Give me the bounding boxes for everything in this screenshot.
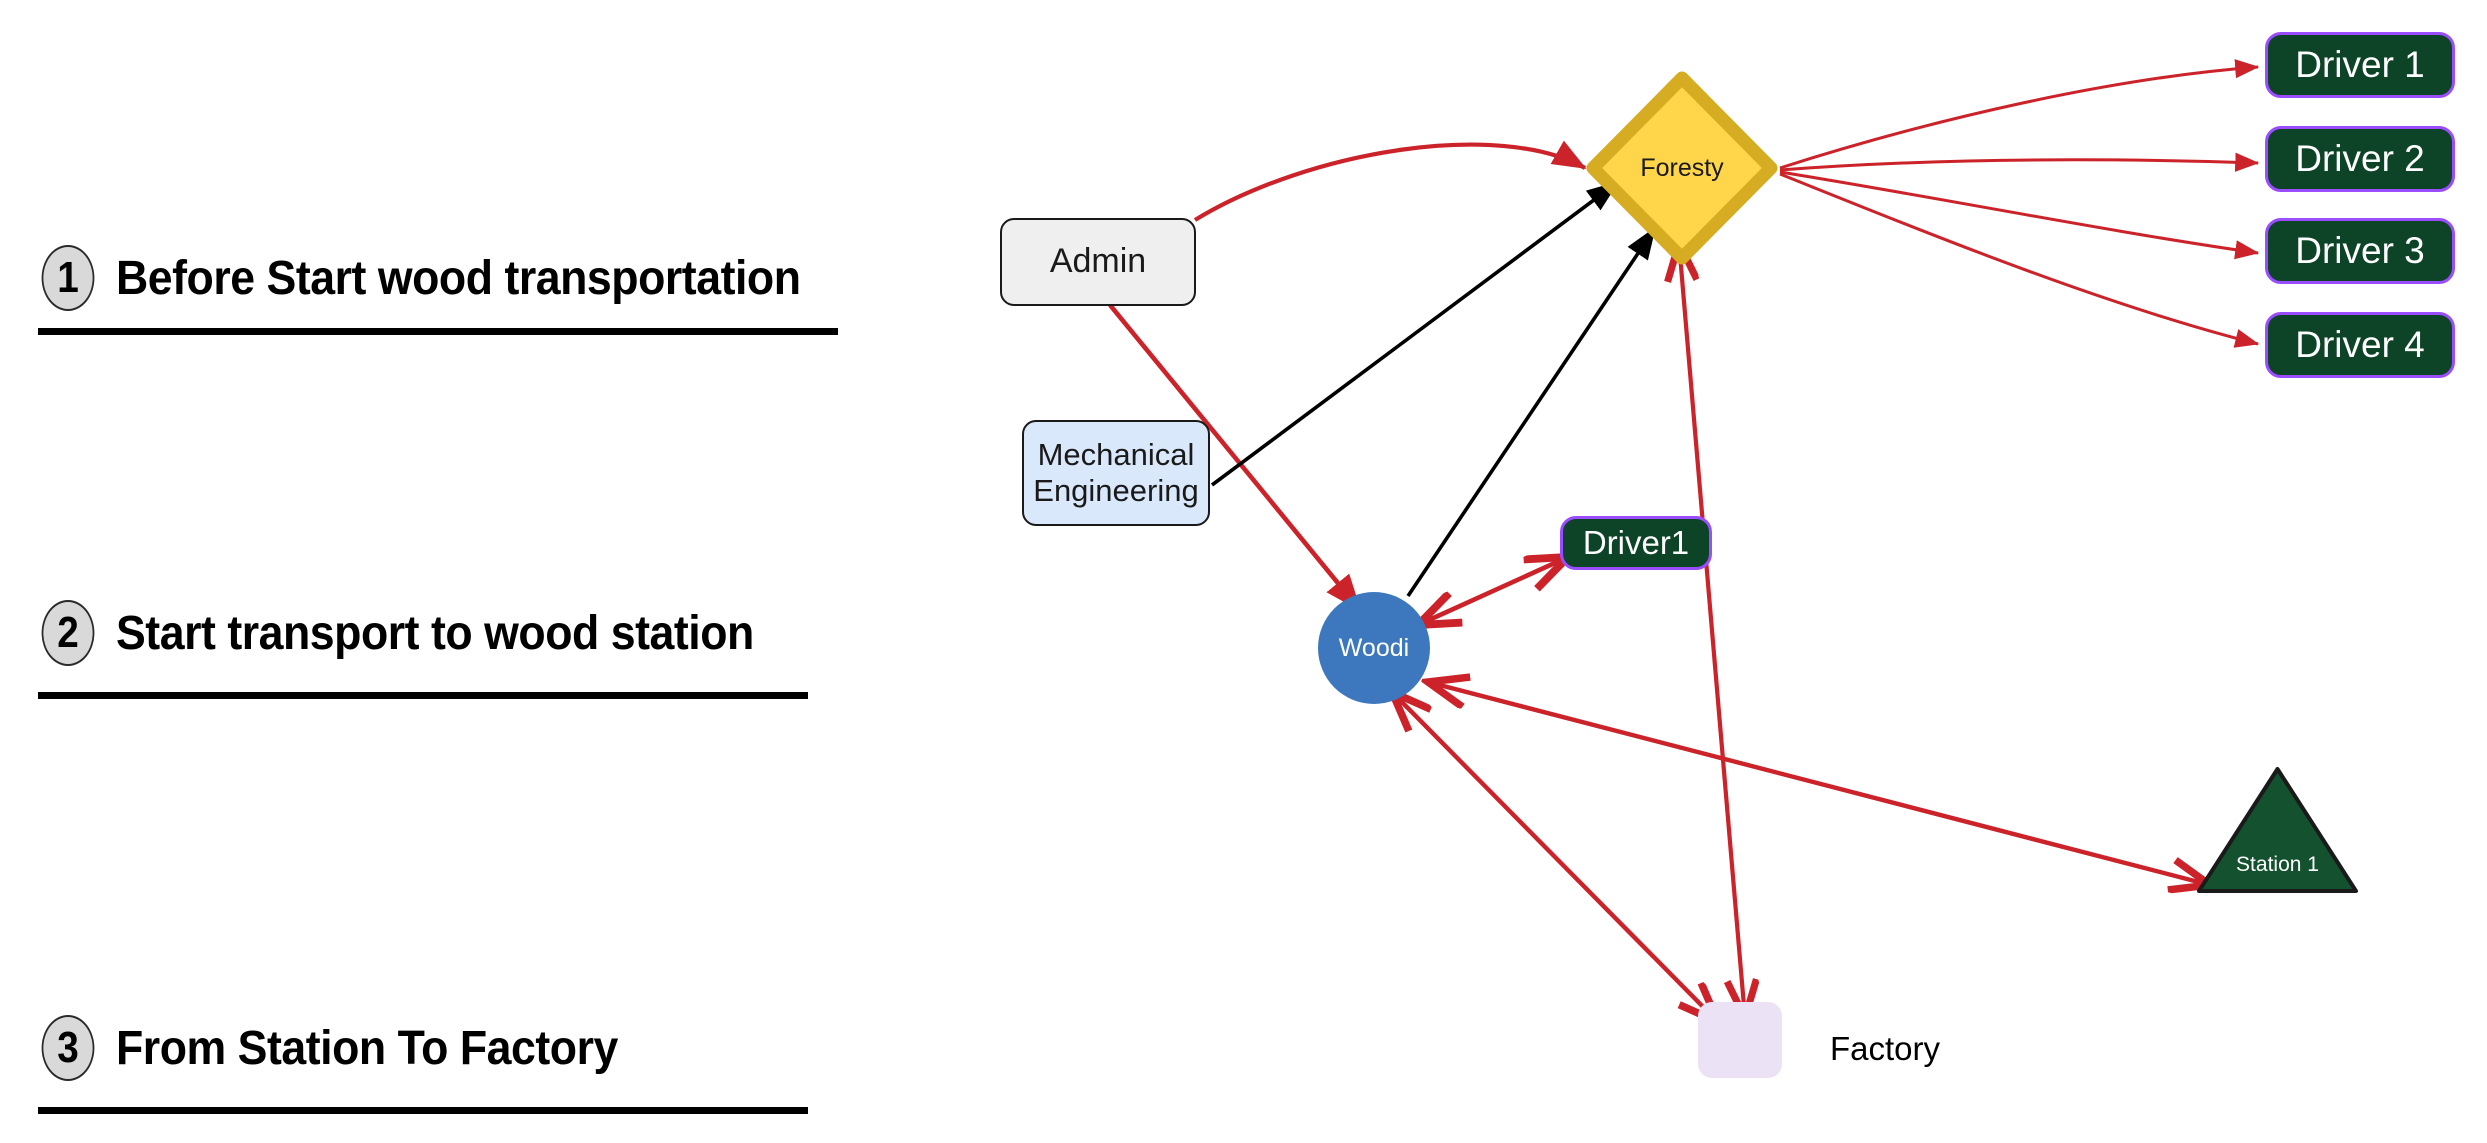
step-item-3[interactable]: 3 From Station To Factory [0,1015,900,1114]
node-factory[interactable] [1698,1002,1782,1078]
step-title: Before Start wood transportation [116,251,801,305]
edge-admin-to-foresty [1193,140,1587,222]
node-driver1-small[interactable]: Driver1 [1560,516,1712,570]
step-title: Start transport to wood station [116,606,754,660]
node-woodi-label: Woodi [1338,633,1410,662]
step-title: From Station To Factory [116,1021,618,1075]
edge-mechanical-to-foresty [1210,180,1620,487]
node-driver1-small-label: Driver1 [1582,524,1690,561]
node-driver-3-label: Driver 3 [2295,230,2425,271]
node-driver-2[interactable]: Driver 2 [2265,126,2455,192]
edge-foresty-driver-4 [1779,172,2260,348]
node-station-1[interactable]: Station 1 [2195,765,2360,895]
step-number-badge: 2 [41,600,95,666]
node-factory-label: Factory [1830,1030,1941,1067]
station-triangle-shape [2197,767,2358,893]
step-row: 2 Start transport to wood station [0,600,900,666]
step-divider [38,692,808,699]
node-admin-label: Admin [1049,242,1147,281]
edge-station1-woodi [1428,682,2210,885]
foresty-diamond-shape [1586,71,1778,265]
edge-woodi-driver1 [1418,557,1568,625]
node-woodi[interactable]: Woodi [1318,592,1430,704]
node-foresty[interactable]: Foresty [1585,70,1779,266]
edge-foresty-driver-2 [1779,152,2260,172]
step-row: 3 From Station To Factory [0,1015,900,1081]
edge-foresty-driver-3 [1779,170,2260,260]
node-driver-3[interactable]: Driver 3 [2265,218,2455,284]
step-item-1[interactable]: 1 Before Start wood transportation [0,245,900,335]
edge-foresty-factory [1679,243,1745,1018]
step-item-2[interactable]: 2 Start transport to wood station [0,600,900,699]
node-station-1-label: Station 1 [2236,853,2319,876]
node-mechanical-label-line1: Mechanical [1037,437,1195,473]
node-mechanical-engineering[interactable]: Mechanical Engineering [1022,420,1210,526]
edge-foresty-driver-1 [1779,59,2260,170]
step-number-badge: 1 [41,245,95,311]
node-admin[interactable]: Admin [1000,218,1196,306]
edge-woodi-factory [1392,692,1718,1022]
node-driver-2-label: Driver 2 [2295,138,2425,179]
node-driver-1-label: Driver 1 [2295,44,2425,85]
node-driver-1[interactable]: Driver 1 [2265,32,2455,98]
step-row: 1 Before Start wood transportation [0,245,900,311]
node-mechanical-label-line2: Engineering [1033,473,1199,508]
node-driver-4-label: Driver 4 [2295,324,2425,365]
step-divider [38,1107,808,1114]
node-driver-4[interactable]: Driver 4 [2265,312,2455,378]
node-foresty-label: Foresty [1640,153,1724,182]
step-number-badge: 3 [41,1015,95,1081]
step-divider [38,328,838,335]
steps-list: 1 Before Start wood transportation 2 Sta… [0,0,900,1143]
